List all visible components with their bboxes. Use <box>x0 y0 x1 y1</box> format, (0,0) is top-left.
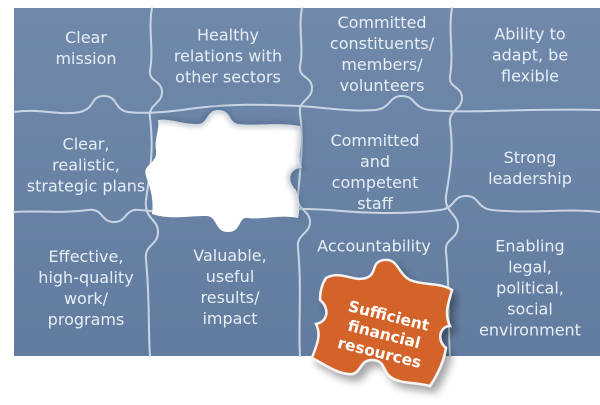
piece-text-line: impact <box>202 309 258 328</box>
piece-text-line: other sectors <box>175 67 281 87</box>
piece-text-line: legal, <box>508 257 552 277</box>
piece-text-line: programs <box>47 310 125 329</box>
piece-text-line: flexible <box>501 66 559 86</box>
piece-strong-leadership: Strong leadership <box>488 147 572 189</box>
piece-text-line: Accountability <box>317 236 431 256</box>
piece-committed-constituents: Committed constituents/ members/ volunte… <box>330 12 434 96</box>
piece-committed-staff: Committed and competent staff <box>330 130 419 214</box>
piece-text-line: competent <box>331 173 419 192</box>
piece-text-line: Committed <box>337 13 427 32</box>
piece-text-line: social <box>507 299 553 319</box>
piece-text-line: Committed <box>330 131 420 150</box>
piece-text-line: Healthy <box>196 25 259 45</box>
piece-text-line: mission <box>55 49 117 68</box>
piece-text-line: results/ <box>200 288 260 307</box>
piece-text-line: Clear <box>65 28 107 47</box>
piece-text-line: Effective, <box>48 247 124 266</box>
piece-healthy-relations: Healthy relations with other sectors <box>174 25 282 88</box>
piece-clear-mission: Clear mission <box>55 27 116 69</box>
piece-text-line: Strong <box>503 148 557 167</box>
piece-text-line: high-quality <box>38 268 134 287</box>
piece-text-line: realistic, <box>52 155 120 175</box>
featured-piece <box>310 258 454 388</box>
piece-text-line: strategic plans <box>26 176 146 196</box>
piece-text-line: volunteers <box>339 76 425 95</box>
piece-text-line: adapt, be <box>491 45 569 65</box>
piece-effective-work: Effective, high-quality work/ programs <box>38 246 133 330</box>
piece-text-line: Valuable, <box>193 246 267 265</box>
piece-ability-to-adapt: Ability to adapt, be flexible <box>492 24 568 87</box>
piece-accountability: Accountability <box>317 236 431 257</box>
piece-text-line: relations with <box>173 46 283 66</box>
piece-text-line: members/ <box>341 55 423 74</box>
piece-valuable-results: Valuable, useful results/ impact <box>193 245 266 329</box>
piece-text-line: political, <box>496 278 564 298</box>
missing-piece-hole <box>145 107 306 232</box>
piece-strategic-plans: Clear, realistic, strategic plans <box>27 134 145 197</box>
piece-text-line: Clear, <box>62 134 110 154</box>
piece-text-line: useful <box>205 267 255 286</box>
piece-text-line: Ability to <box>494 24 566 44</box>
piece-text-line: work/ <box>63 289 109 308</box>
piece-enabling-environment: Enabling legal, political, social enviro… <box>479 236 581 341</box>
piece-text-line: environment <box>479 320 581 340</box>
piece-text-line: leadership <box>488 169 572 188</box>
piece-text-line: constituents/ <box>329 34 435 53</box>
puzzle-board <box>14 8 600 356</box>
piece-text-line: staff <box>357 194 393 213</box>
piece-text-line: Enabling <box>495 236 565 256</box>
piece-text-line: and <box>359 152 391 171</box>
